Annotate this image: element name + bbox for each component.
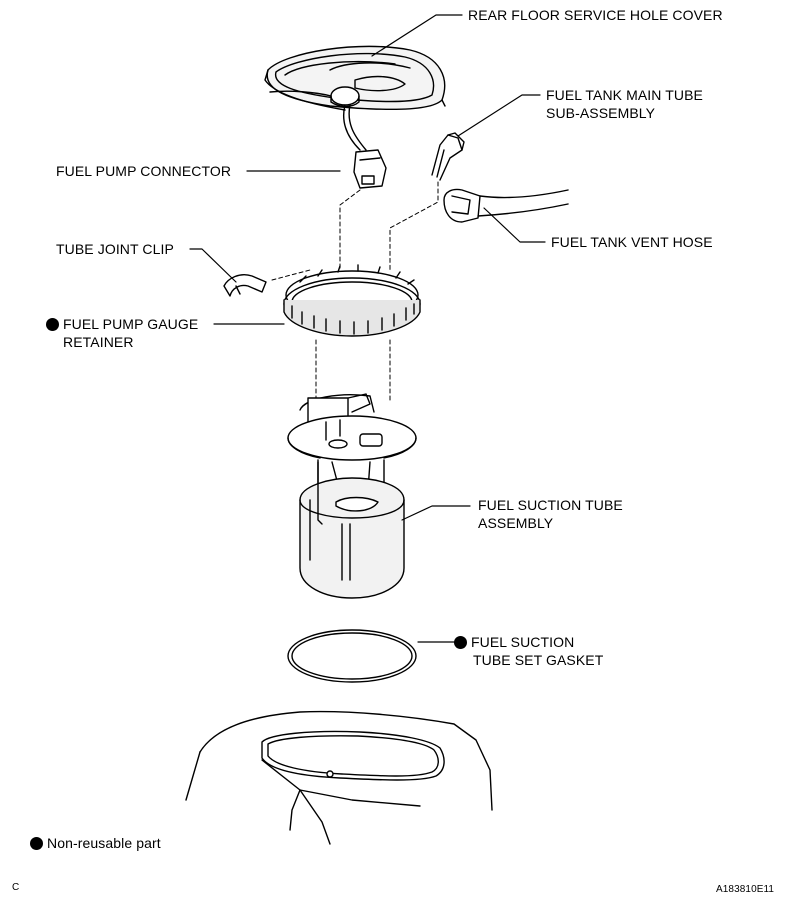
label-rear-floor-cover: REAR FLOOR SERVICE HOLE COVER <box>468 7 723 23</box>
label-retainer: FUEL PUMP GAUGE <box>46 315 198 333</box>
suction-tube-assembly-drawing <box>287 393 417 599</box>
gasket-drawing <box>287 629 417 683</box>
non-reusable-dot-icon <box>30 837 43 850</box>
legend-text: Non-reusable part <box>47 835 161 851</box>
alignment-dashes <box>271 181 439 401</box>
label-retainer-line1: FUEL PUMP GAUGE <box>63 316 199 332</box>
label-suction-tube-line1: FUEL SUCTION TUBE <box>478 497 623 513</box>
leader-lines <box>189 14 546 643</box>
service-hole-cover-drawing <box>264 45 446 151</box>
label-vent-hose: FUEL TANK VENT HOSE <box>551 234 713 250</box>
label-pump-connector: FUEL PUMP CONNECTOR <box>56 163 232 179</box>
label-retainer-line2: RETAINER <box>63 334 134 350</box>
label-main-tube-line1: FUEL TANK MAIN TUBE <box>546 87 703 103</box>
corner-letter: C <box>12 882 20 893</box>
non-reusable-dot-icon <box>46 318 59 331</box>
label-gasket-line2: TUBE SET GASKET <box>473 652 604 668</box>
legend: Non-reusable part <box>30 834 161 852</box>
label-main-tube-line2: SUB-ASSEMBLY <box>546 105 656 121</box>
retainer-ring-drawing <box>283 264 421 337</box>
main-tube-drawing <box>431 132 465 181</box>
label-tube-joint-clip: TUBE JOINT CLIP <box>56 241 174 257</box>
label-gasket: FUEL SUCTION <box>454 633 574 651</box>
fuel-pump-connector-drawing <box>353 149 387 189</box>
fuel-tank-drawing <box>185 710 493 845</box>
tube-joint-clip-drawing <box>223 274 267 297</box>
vent-hose-drawing <box>443 188 569 223</box>
label-suction-tube-line2: ASSEMBLY <box>478 515 554 531</box>
figure-code: A183810E11 <box>716 884 775 895</box>
non-reusable-dot-icon <box>454 636 467 649</box>
label-gasket-line1: FUEL SUCTION <box>471 634 575 650</box>
